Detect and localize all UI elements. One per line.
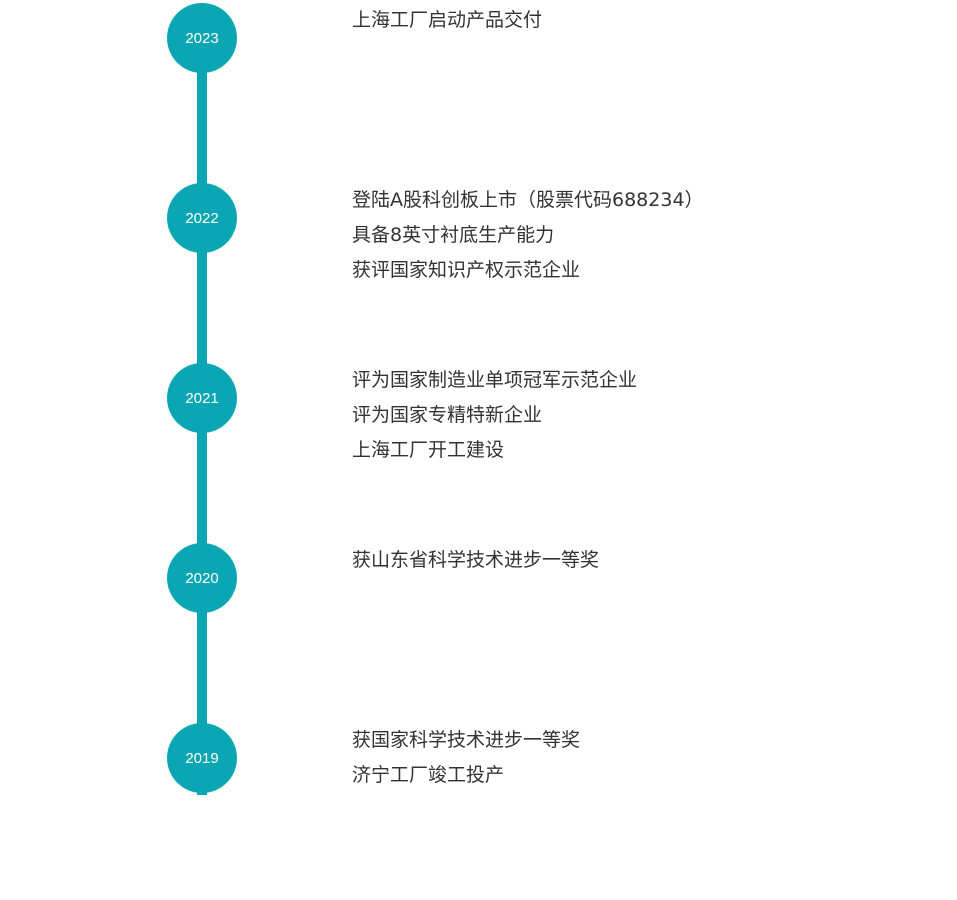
event-item: 上海工厂开工建设 (352, 439, 505, 461)
event-item: 获国家科学技术进步一等奖 (352, 729, 581, 751)
year-badge: 2022 (167, 183, 237, 253)
event-list: 获国家科学技术进步一等奖 济宁工厂竣工投产 (352, 723, 580, 793)
year-badge: 2023 (167, 3, 237, 73)
event-list: 获山东省科学技术进步一等奖 (352, 543, 599, 578)
year-badge: 2020 (167, 543, 237, 613)
event-item: 评为国家专精特新企业 (352, 404, 543, 426)
event-item: 上海工厂启动产品交付 (352, 9, 543, 31)
event-item: 具备8英寸衬底生产能力 (352, 224, 555, 246)
timeline-entry-2020: 2020 获山东省科学技术进步一等奖 (0, 540, 957, 720)
year-badge: 2021 (167, 363, 237, 433)
timeline-entry-2023: 2023 上海工厂启动产品交付 (0, 0, 957, 180)
event-list: 登陆A股科创板上市（股票代码688234） 具备8英寸衬底生产能力 获评国家知识… (352, 183, 704, 288)
event-item: 获山东省科学技术进步一等奖 (352, 549, 600, 571)
event-item: 获评国家知识产权示范企业 (352, 259, 581, 281)
event-list: 评为国家制造业单项冠军示范企业 评为国家专精特新企业 上海工厂开工建设 (352, 363, 637, 468)
company-timeline: 2023 上海工厂启动产品交付 2022 登陆A股科创板上市（股票代码68823… (0, 0, 957, 795)
year-badge: 2019 (167, 723, 237, 793)
event-list: 上海工厂启动产品交付 (352, 3, 542, 38)
timeline-entry-2022: 2022 登陆A股科创板上市（股票代码688234） 具备8英寸衬底生产能力 获… (0, 180, 957, 360)
timeline-entry-2021: 2021 评为国家制造业单项冠军示范企业 评为国家专精特新企业 上海工厂开工建设 (0, 360, 957, 540)
event-item: 济宁工厂竣工投产 (352, 764, 505, 786)
event-item: 评为国家制造业单项冠军示范企业 (352, 369, 638, 391)
timeline-entry-2019: 2019 获国家科学技术进步一等奖 济宁工厂竣工投产 (0, 720, 957, 900)
event-item: 登陆A股科创板上市（股票代码688234） (352, 189, 704, 211)
